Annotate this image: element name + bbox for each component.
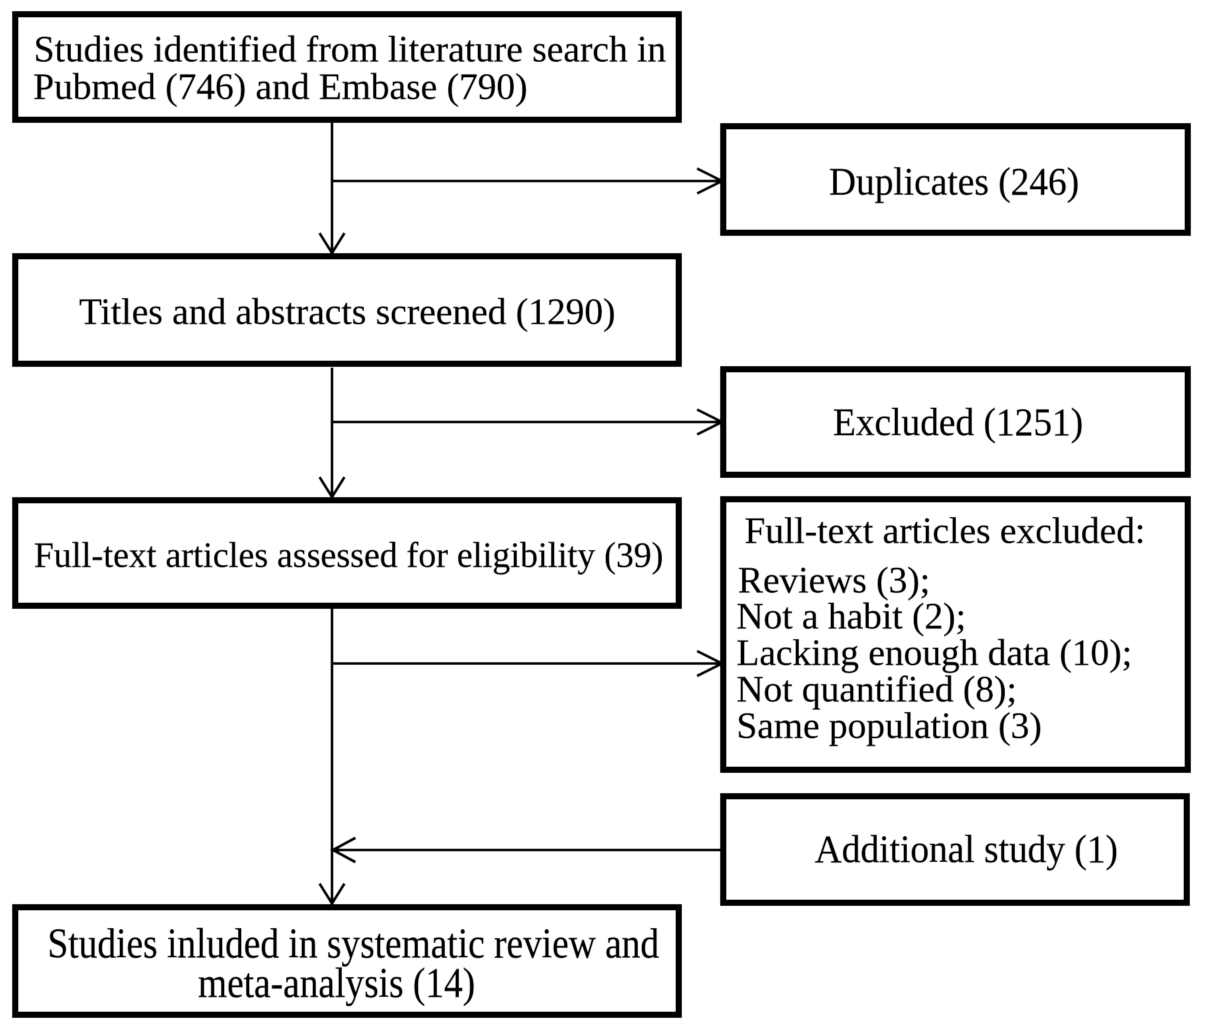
svg-text:Full-text articles assessed fo: Full-text articles assessed for eligibil… xyxy=(34,535,663,575)
svg-text:Pubmed (746) and Embase (790): Pubmed (746) and Embase (790) xyxy=(33,67,527,108)
svg-text:Lacking enough data (10);: Lacking enough data (10); xyxy=(737,633,1133,674)
svg-text:Same population (3): Same population (3) xyxy=(737,706,1042,747)
svg-text:Excluded (1251): Excluded (1251) xyxy=(833,401,1083,444)
svg-text:Additional study (1): Additional study (1) xyxy=(815,828,1118,871)
svg-text:Not quantified (8);: Not quantified (8); xyxy=(737,670,1017,711)
svg-text:Studies identified from litera: Studies identified from literature searc… xyxy=(34,29,667,70)
svg-text:Reviews (3);: Reviews (3); xyxy=(738,561,930,602)
svg-text:Not a habit (2);: Not a habit (2); xyxy=(737,596,966,637)
svg-text:Full-text articles excluded:: Full-text articles excluded: xyxy=(745,511,1146,552)
svg-text:Titles and abstracts screened: Titles and abstracts screened (1290) xyxy=(79,292,616,333)
svg-text:Duplicates (246): Duplicates (246) xyxy=(829,161,1079,204)
svg-text:Studies inluded in systematic: Studies inluded in systematic review and xyxy=(48,919,660,967)
svg-text:meta-analysis (14): meta-analysis (14) xyxy=(198,959,475,1007)
